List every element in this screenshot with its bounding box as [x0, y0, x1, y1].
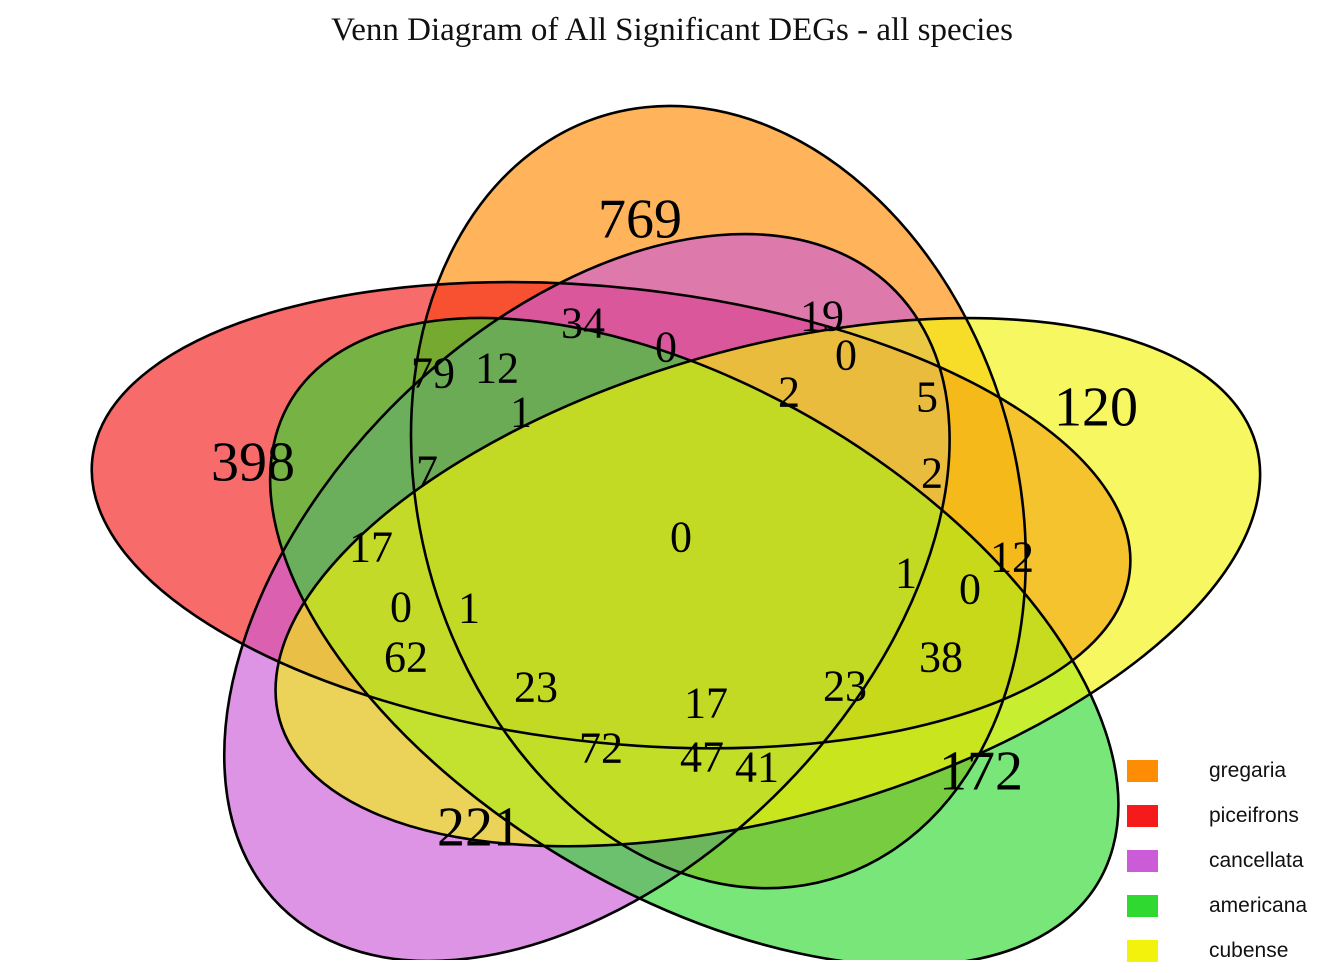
ellipse-cancellata-outline — [74, 144, 1099, 960]
region-count: 2 — [778, 367, 800, 416]
region-count: 62 — [384, 632, 428, 681]
venn-ellipses — [42, 76, 1344, 960]
legend-item-cubense: cubense — [1127, 928, 1307, 973]
region-count: 5 — [916, 372, 938, 421]
region-count: 2 — [921, 448, 943, 497]
region-count: 172 — [939, 741, 1023, 803]
region-count: 0 — [670, 512, 692, 561]
legend-swatch-icon — [1127, 894, 1158, 917]
region-count: 47 — [680, 732, 724, 781]
legend-label: americana — [1209, 893, 1308, 917]
legend-label: cubense — [1209, 938, 1289, 962]
region-count: 19 — [800, 291, 844, 340]
legend-swatch-icon — [1127, 849, 1158, 872]
region-count: 23 — [514, 662, 558, 711]
region-count: 72 — [579, 723, 623, 772]
region-count: 0 — [390, 582, 412, 631]
chart-title: Venn Diagram of All Significant DEGs - a… — [331, 12, 1013, 48]
region-count: 7 — [416, 446, 438, 495]
ellipse-americana-outline — [113, 202, 1276, 960]
region-count: 1 — [895, 548, 917, 597]
legend-label: cancellata — [1209, 848, 1304, 872]
legend-swatch-icon — [1127, 759, 1158, 782]
legend: gregaria piceifrons cancellata americana cub… — [1127, 748, 1307, 973]
legend-swatch-icon — [1127, 939, 1158, 962]
legend-label: piceifrons — [1209, 803, 1299, 827]
region-count: 41 — [735, 742, 779, 791]
region-count: 79 — [411, 348, 455, 397]
region-count: 0 — [835, 330, 857, 379]
legend-item-americana: americana — [1127, 883, 1307, 928]
region-count: 17 — [684, 678, 728, 727]
region-count: 38 — [919, 632, 963, 681]
region-count: 12 — [475, 343, 519, 392]
region-count: 398 — [211, 432, 295, 494]
region-count: 23 — [823, 661, 867, 710]
region-count: 34 — [561, 298, 605, 347]
ellipse-cubense-outline — [165, 211, 1344, 954]
region-count: 120 — [1054, 377, 1138, 439]
region-count: 221 — [437, 797, 521, 859]
ellipse-gregaria-outline — [347, 76, 1090, 919]
legend-swatch-icon — [1127, 804, 1158, 827]
region-count: 1 — [510, 387, 532, 436]
legend-label: gregaria — [1209, 758, 1287, 782]
region-count: 1 — [458, 583, 480, 632]
region-count: 0 — [655, 322, 677, 371]
region-count: 0 — [959, 564, 981, 613]
region-count: 769 — [598, 189, 682, 251]
legend-item-gregaria: gregaria — [1127, 748, 1307, 793]
region-count: 17 — [349, 522, 393, 571]
legend-item-piceifrons: piceifrons — [1127, 793, 1307, 838]
ellipse-piceifrons-outline — [42, 224, 1180, 806]
legend-item-cancellata: cancellata — [1127, 838, 1307, 883]
region-count: 12 — [990, 532, 1034, 581]
